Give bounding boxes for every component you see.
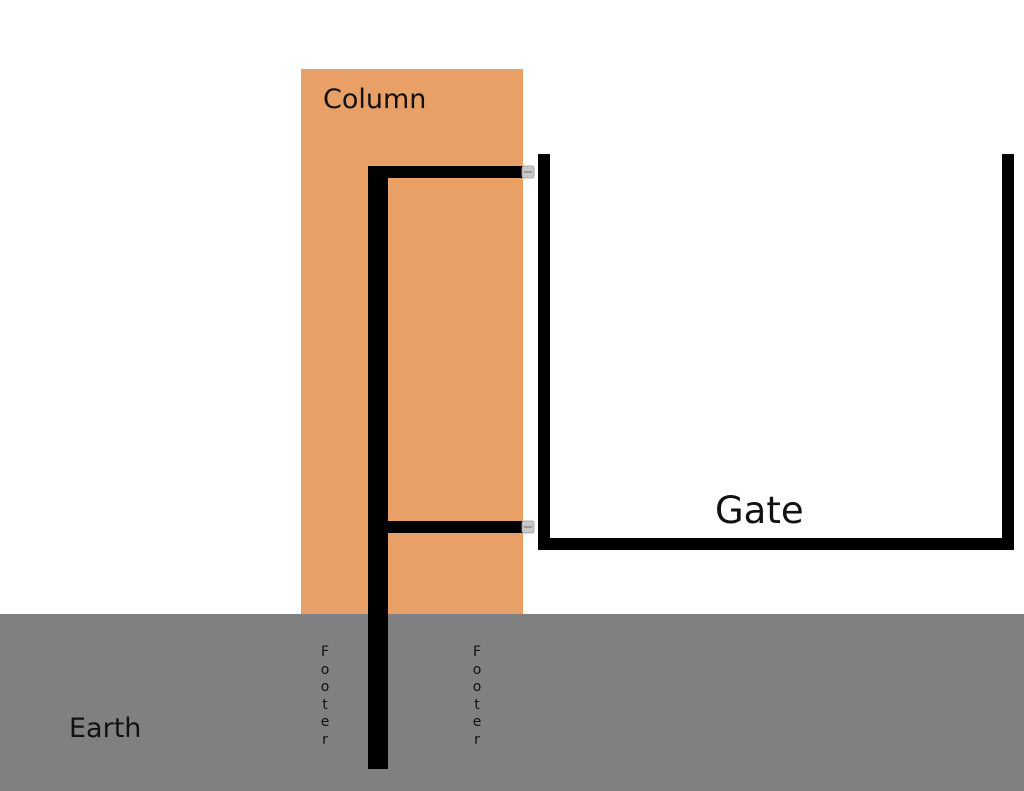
footer-letter: F <box>320 644 330 660</box>
footer-letter: t <box>474 696 480 713</box>
gate-frame-outline <box>538 154 1014 550</box>
hinge-icon <box>521 520 535 534</box>
footer-letter: r <box>322 731 328 748</box>
footer-letter: o <box>472 679 482 695</box>
hinge-icon <box>521 165 535 179</box>
footer-letter: o <box>320 661 330 678</box>
column-block <box>301 69 523 615</box>
bottom-hinge-arm <box>384 521 524 533</box>
gate-frame <box>538 154 1014 550</box>
earth-label: Earth <box>69 713 142 744</box>
footer-letter: o <box>320 679 330 695</box>
footer-letter: o <box>472 661 482 678</box>
top-hinge-arm <box>368 166 524 178</box>
footer-letter: t <box>322 696 328 713</box>
footer-letter: F <box>472 644 482 660</box>
earth-ground <box>0 614 1024 791</box>
footer-letter: e <box>320 714 330 730</box>
gate-label: Gate <box>715 489 804 532</box>
footer-letter: e <box>472 714 482 730</box>
steel-post <box>368 166 388 769</box>
footer-letter: r <box>474 731 480 748</box>
column-label: Column <box>323 84 427 115</box>
